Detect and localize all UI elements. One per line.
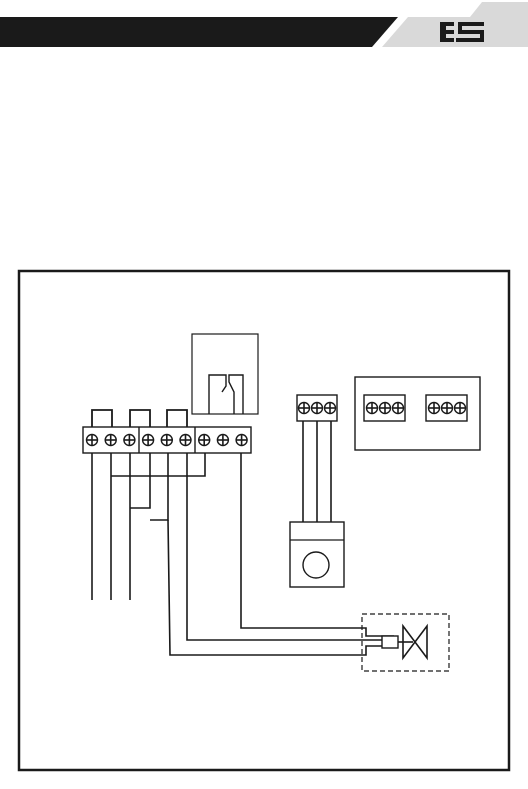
header-dark-bar [0,17,398,47]
module-box [355,377,480,450]
terminal-screw [455,403,466,414]
logo-text: ES [0,0,2,1]
field-wires [92,453,394,655]
terminal-screw [161,435,172,446]
sensor-cable [303,421,331,522]
terminal-screw [367,403,378,414]
header-logo-panel [382,17,528,47]
terminal-screw [442,403,453,414]
terminal-screw [105,435,116,446]
terminal-screw [180,435,191,446]
terminal-screw [429,403,440,414]
terminal-screw [236,435,247,446]
terminal-screw [124,435,135,446]
wiring-diagram [0,260,528,789]
terminal-block-main [83,427,251,453]
terminal-screw [312,403,323,414]
terminal-screw [325,403,336,414]
header-band: ES [0,0,528,60]
terminal-screw [143,435,154,446]
terminal-screw [299,403,310,414]
header-logo-tab [470,2,528,17]
relay-box [192,334,258,414]
jumper-links [92,410,187,427]
terminal-screw [393,403,404,414]
terminal-screw [199,435,210,446]
terminal-block-sensor [297,395,337,421]
terminal-screw [87,435,98,446]
sensor-device [290,522,344,587]
valve-actuator [382,636,398,648]
terminal-screw [217,435,228,446]
terminal-screw [380,403,391,414]
valve-assembly [362,614,449,671]
